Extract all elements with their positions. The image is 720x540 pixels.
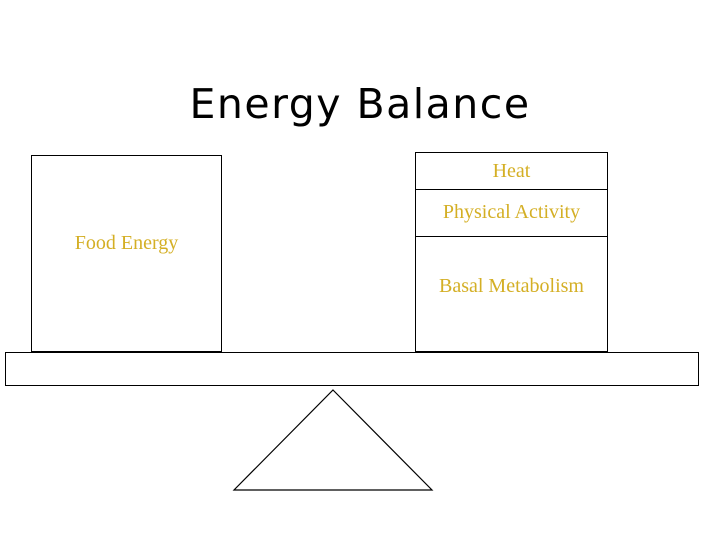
- physical-activity-label: Physical Activity: [442, 201, 581, 223]
- balance-beam: [5, 352, 699, 386]
- fulcrum-triangle: [228, 385, 438, 495]
- basal-metabolism-label: Basal Metabolism: [439, 275, 584, 297]
- page-title: Energy Balance: [189, 80, 531, 128]
- food-energy-block: Food Energy: [31, 155, 222, 352]
- fulcrum-triangle-shape: [232, 389, 434, 491]
- basal-metabolism-block: Basal Metabolism: [415, 236, 608, 352]
- physical-activity-block: Physical Activity: [415, 189, 608, 237]
- heat-block: Heat: [415, 152, 608, 190]
- heat-label: Heat: [492, 160, 531, 182]
- food-energy-label: Food Energy: [74, 232, 179, 254]
